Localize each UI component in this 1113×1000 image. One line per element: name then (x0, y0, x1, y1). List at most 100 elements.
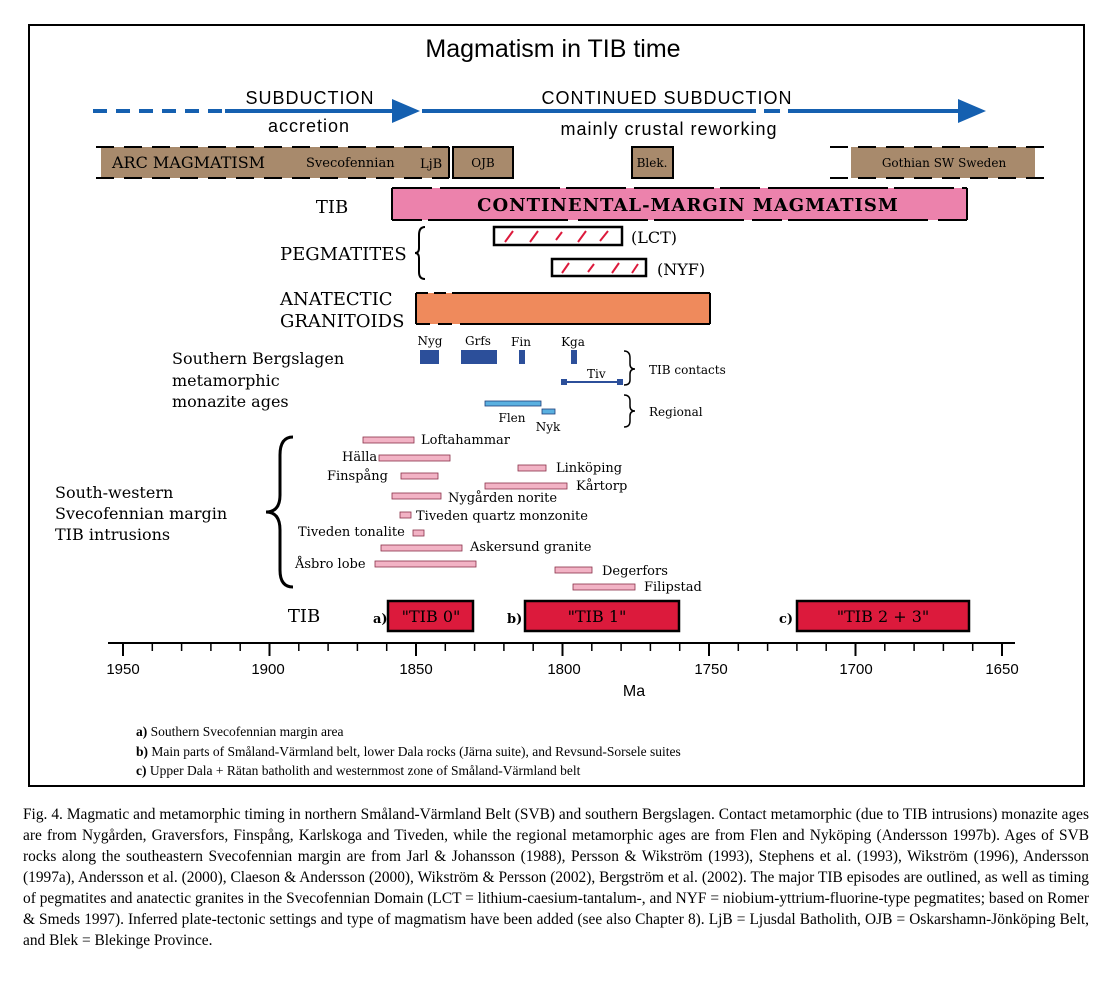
note-c-text: Upper Dala + Rätan batholith and western… (146, 763, 581, 778)
ojb-label: OJB (471, 156, 495, 170)
degerfors-label: Degerfors (602, 564, 668, 579)
tib-row-label: TIB (316, 197, 348, 218)
anatectic-label-1: ANATECTIC (279, 289, 393, 310)
linkoping-bar (517, 464, 547, 472)
asbro-lobe-bar (374, 560, 477, 568)
diagram-title: Magmatism in TIB time (425, 35, 680, 63)
tib0-bar (386, 599, 475, 633)
arc-magmatism-label: ARC MAGMATISM (111, 153, 265, 172)
intrusions-label-1: South-western (55, 483, 173, 502)
tiv-monazite-bar (561, 379, 623, 385)
lct-label: (LCT) (631, 228, 677, 247)
lct-pegmatite-bar (492, 225, 624, 247)
intrusions-label-2: Svecofennian margin (55, 504, 227, 523)
note-c: c) Upper Dala + Rätan batholith and west… (136, 761, 681, 781)
intrusions-label-3: TIB intrusions (55, 525, 170, 544)
time-axis (108, 642, 1015, 656)
nyk-label: Nyk (536, 420, 561, 434)
fin-label: Fin (511, 335, 531, 349)
note-b-key: b) (136, 743, 149, 759)
episode-b-key: b) (507, 612, 522, 627)
fin-monazite-bar (519, 350, 525, 364)
loftahammar-label: Loftahammar (421, 433, 511, 448)
asbro-lobe-label: Åsbro lobe (294, 556, 366, 572)
figure-caption: Fig. 4. Magmatic and metamorphic timing … (23, 806, 1089, 949)
bergslagen-label-2: metamorphic (172, 371, 280, 390)
askersund-label: Askersund granite (469, 540, 592, 555)
nyk-monazite-bar (541, 408, 556, 415)
tiv-label: Tiv (587, 367, 606, 381)
degerfors-bar (554, 566, 593, 574)
kga-label: Kga (561, 335, 585, 349)
regional-label: Regional (649, 405, 703, 419)
magmatism-timeline-diagram: Magmatism in TIB time SUBDUCTION accreti… (55, 35, 1045, 700)
linkoping-label: Linköping (556, 461, 622, 476)
nyf-label: (NYF) (657, 260, 705, 279)
nygarden-norite-bar (391, 492, 442, 500)
ojb-belt (452, 146, 514, 179)
finspang-bar (400, 472, 439, 480)
svecofennian-label: Svecofennian (306, 156, 395, 171)
tiveden-qm-bar (399, 511, 412, 519)
regional-brace (623, 394, 636, 428)
tick-1900: 1900 (251, 661, 284, 678)
nyg-label: Nyg (418, 334, 443, 348)
nyg-monazite-bar (420, 350, 439, 364)
continued-subduction-label: CONTINUED SUBDUCTION (541, 88, 792, 108)
note-a-key: a) (136, 724, 148, 739)
askersund-bar (380, 544, 463, 552)
kartorp-bar (484, 482, 568, 490)
anatectic-granitoids-bar (415, 292, 711, 325)
contacts-brace (623, 350, 636, 386)
episode-c-key: c) (779, 612, 793, 627)
accretion-label: accretion (268, 116, 350, 136)
episode-a-key: a) (373, 612, 388, 627)
bergslagen-label-3: monazite ages (172, 392, 289, 411)
note-b-text: Main parts of Småland-Värmland belt, low… (148, 743, 681, 759)
filipstad-label: Filipstad (644, 580, 702, 595)
pegmatites-brace (414, 226, 426, 280)
flen-monazite-bar (484, 400, 542, 407)
halla-label: Hälla (342, 450, 377, 465)
bergslagen-label-1: Southern Bergslagen (172, 349, 344, 368)
tick-1650: 1650 (985, 661, 1018, 678)
gothian-label: Gothian SW Sweden (882, 156, 1007, 170)
arc-magmatism-belt (96, 146, 450, 179)
tib-episodes-label: TIB (288, 606, 320, 627)
finspang-label: Finspång (327, 468, 388, 484)
tiveden-tonalite-label: Tiveden tonalite (298, 525, 405, 540)
subduction-arrow (93, 99, 420, 123)
subduction-label: SUBDUCTION (245, 88, 374, 108)
tib-contacts-label: TIB contacts (649, 363, 726, 377)
tiveden-qm-label: Tiveden quartz monzonite (416, 509, 588, 524)
tick-1850: 1850 (399, 661, 432, 678)
tib1-label: "TIB 1" (568, 607, 627, 626)
note-b: b) Main parts of Småland-Värmland belt, … (136, 742, 681, 762)
tick-1950: 1950 (106, 661, 139, 678)
grfs-label: Grfs (465, 334, 491, 348)
note-a-text: Southern Svecofennian margin area (147, 724, 344, 739)
tick-1750: 1750 (694, 661, 727, 678)
halla-bar (378, 454, 451, 462)
gothian-belt (830, 146, 1045, 179)
ljb-label: LjB (420, 157, 442, 172)
continued-subduction-arrow (422, 99, 986, 123)
continental-margin-label: CONTINENTAL-MARGIN MAGMATISM (477, 195, 899, 216)
kga-monazite-bar (571, 350, 577, 364)
loftahammar-bar (362, 436, 415, 444)
footnotes: a) Southern Svecofennian margin area b) … (136, 722, 681, 781)
grfs-monazite-bar (461, 350, 497, 364)
anatectic-label-2: GRANITOIDS (280, 311, 404, 332)
note-c-key: c) (136, 763, 147, 778)
pegmatites-label: PEGMATITES (280, 244, 407, 265)
kartorp-label: Kårtorp (576, 478, 627, 494)
filipstad-bar (572, 583, 636, 591)
axis-label: Ma (623, 683, 645, 700)
tib23-label: "TIB 2 + 3" (837, 607, 930, 626)
intrusions-brace (265, 435, 294, 589)
tib0-label: "TIB 0" (402, 607, 461, 626)
blekinge-belt (631, 146, 674, 179)
nygarden-norite-label: Nygården norite (448, 490, 557, 506)
tick-1700: 1700 (839, 661, 872, 678)
tib1-bar (523, 599, 681, 633)
